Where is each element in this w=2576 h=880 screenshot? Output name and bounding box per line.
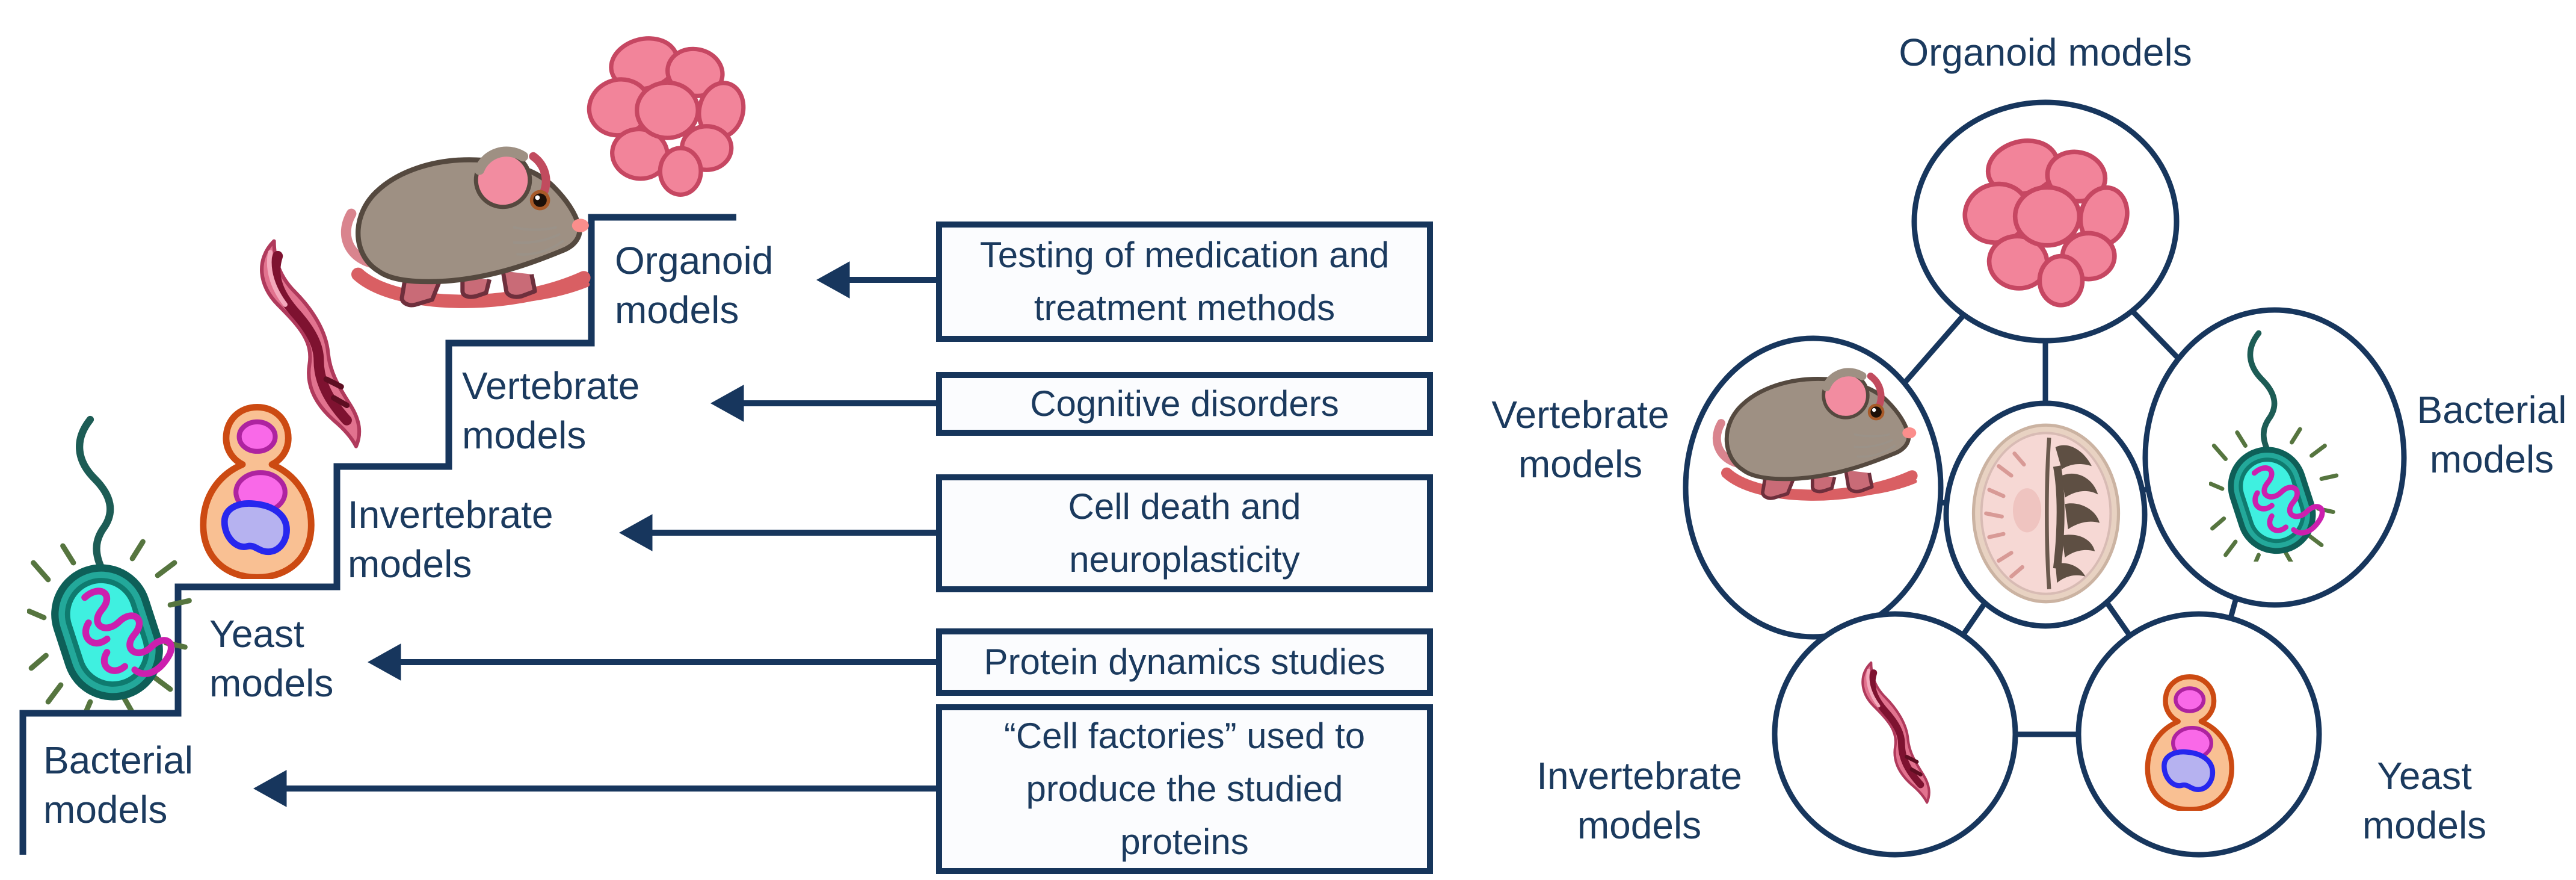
staircase-label-yeast: Yeast models bbox=[209, 612, 334, 705]
application-box-invertebrate: Cell death and neuroplasticity bbox=[936, 474, 1433, 592]
bacterium-icon bbox=[29, 420, 190, 717]
staircase-label-invertebrate: Invertebrate models bbox=[348, 493, 553, 586]
brain-mri-icon bbox=[1973, 425, 2118, 601]
application-box-bacterial: “Cell factories” used to produce the stu… bbox=[936, 704, 1433, 874]
arrow-organoid-icon bbox=[816, 261, 938, 299]
arrow-yeast-icon bbox=[367, 643, 938, 681]
network-label-invertebrate: Invertebrate models bbox=[1536, 754, 1742, 847]
mouse-icon bbox=[346, 152, 589, 305]
application-arrows bbox=[253, 261, 938, 807]
network-label-bacterial: Bacterial models bbox=[2417, 388, 2567, 481]
arrow-vertebrate-icon bbox=[710, 385, 938, 422]
network-label-yeast: Yeast models bbox=[2362, 754, 2487, 847]
network-label-organoid: Organoid models bbox=[1899, 31, 2192, 74]
staircase-label-bacterial: Bacterial models bbox=[43, 739, 193, 831]
network-label-vertebrate: Vertebrate models bbox=[1491, 393, 1669, 486]
yeast-icon bbox=[203, 407, 312, 577]
arrow-invertebrate-icon bbox=[618, 514, 938, 551]
staircase-label-organoid: Organoid models bbox=[615, 239, 774, 332]
application-box-vertebrate: Cognitive disorders bbox=[936, 372, 1433, 436]
application-box-organoid: Testing of medication and treatment meth… bbox=[936, 222, 1433, 342]
staircase-outline bbox=[19, 214, 736, 855]
organoid-icon bbox=[582, 32, 749, 195]
staircase-label-vertebrate: Vertebrate models bbox=[462, 364, 640, 457]
application-box-yeast: Protein dynamics studies bbox=[936, 628, 1433, 696]
arrow-bacterial-icon bbox=[253, 770, 938, 807]
